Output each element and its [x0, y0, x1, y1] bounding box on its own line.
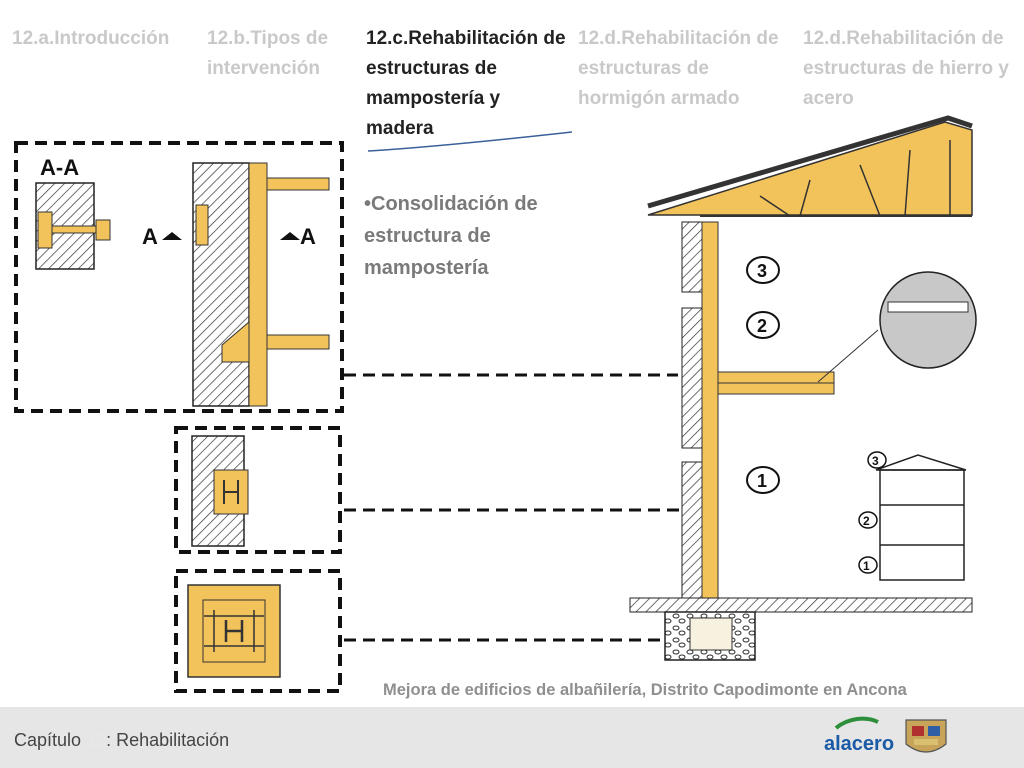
svg-text:alacero: alacero	[824, 733, 894, 755]
detail-circle-floor	[879, 271, 977, 369]
tab-rehabilitacion-hierro-acero[interactable]: 12.d.Rehabilitación de estructuras de hi…	[803, 28, 1009, 109]
tab-rehabilitacion-mamposteria[interactable]: 12.c.Rehabilitación de estructuras de ma…	[366, 28, 566, 139]
cut-marker-right: A	[300, 224, 316, 249]
chapter-label: Capítulo 12: Rehabilitación	[14, 730, 230, 750]
svg-text:2: 2	[757, 316, 767, 336]
small-building-marker-2: 2	[858, 511, 878, 529]
detail-box-plate	[174, 426, 342, 554]
svg-text:1: 1	[757, 471, 767, 491]
svg-text:1: 1	[863, 559, 870, 573]
svg-text:3: 3	[872, 454, 879, 468]
floor-slab	[629, 597, 973, 613]
footer-bar	[0, 707, 1024, 768]
bullet-consolidacion: •Consolidación de estructura de mamposte…	[364, 193, 538, 279]
cut-marker-left: A	[142, 224, 158, 249]
svg-text:3: 3	[757, 261, 767, 281]
leader-lines	[344, 373, 690, 642]
small-building-marker-1: 1	[858, 556, 878, 574]
tab-tipos-de-intervencion[interactable]: 12.b.Tipos de intervención	[207, 28, 329, 79]
floor-marker-3: 3	[746, 256, 780, 284]
detail-box-section	[14, 141, 344, 413]
svg-text:2: 2	[863, 514, 870, 528]
tab-introduccion[interactable]: 12.a.Introducción	[12, 28, 170, 49]
section-label: A-A	[40, 155, 79, 180]
image-caption: Mejora de edificios de albañilería, Dist…	[383, 681, 907, 699]
small-building-marker-3: 3	[867, 451, 887, 469]
detail-box-anchor	[174, 569, 342, 693]
active-tab-underline	[367, 131, 573, 152]
tab-rehabilitacion-hormigon[interactable]: 12.d.Rehabilitación de estructuras de ho…	[578, 28, 779, 109]
floor-marker-1: 1	[746, 466, 780, 494]
alacero-logo: alacero	[824, 716, 894, 755]
chapter-number: 12	[86, 730, 107, 750]
floor-marker-2: 2	[746, 311, 780, 339]
small-building-sketch	[875, 454, 967, 581]
university-shield-icon	[905, 719, 947, 753]
